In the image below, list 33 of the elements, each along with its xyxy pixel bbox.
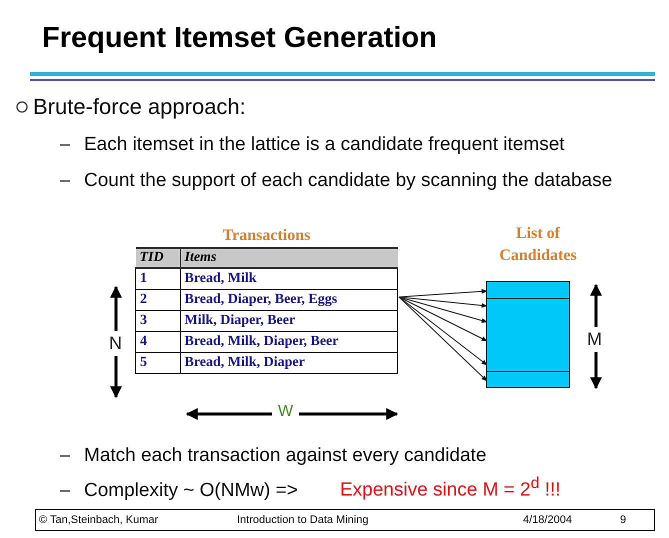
bullet-text: Expensive since M = 2$^{d}$ !!! <box>340 474 561 502</box>
bullet-text: Match each transaction against every candidate <box>84 444 486 468</box>
arrow <box>398 296 488 308</box>
table-cell: Milk, Diaper, Beer <box>180 310 398 332</box>
footer-text: © Tan,Steinbach, Kumar <box>39 514 158 526</box>
bullet-text: Complexity ~ O(NMw) => <box>84 479 298 503</box>
arrow <box>398 288 488 298</box>
table-cell: 2 <box>136 290 180 310</box>
header-cell: Items <box>180 248 398 268</box>
footer-text: Introduction to Data Mining <box>237 514 368 526</box>
dimension-label: M <box>587 327 602 352</box>
bullet-text: Brute-force approach: <box>33 94 246 119</box>
table-cell: Bread, Diaper, Beer, Eggs <box>180 290 398 310</box>
table-heading: List of Candidates <box>498 224 578 266</box>
bullet-text: Count the support of each candidate by scanning the database <box>84 169 614 193</box>
table-cell: 5 <box>136 352 180 374</box>
dimension-label: N <box>109 331 122 356</box>
table-cell: 4 <box>136 332 180 352</box>
arrow <box>398 296 488 342</box>
slide-title: Frequent Itemset Generation <box>42 22 437 55</box>
arrow <box>398 296 488 323</box>
footer-text: 4/18/2004 <box>523 514 572 526</box>
table-heading: Transactions <box>222 226 312 246</box>
table-cell: Bread, Milk, Diaper <box>180 352 398 374</box>
table-cell: Bread, Milk <box>180 268 398 290</box>
footer-text: 9 <box>620 514 626 526</box>
table-cell: 3 <box>136 310 180 332</box>
header-cell: TID <box>136 248 180 268</box>
arrow <box>398 296 488 382</box>
table-cell: Bread, Milk, Diaper, Beer <box>180 332 398 352</box>
bullet-text: Each itemset in the lattice is a candidate frequent itemset <box>84 133 565 157</box>
table-cell: 1 <box>136 268 180 290</box>
arrow <box>398 296 488 366</box>
